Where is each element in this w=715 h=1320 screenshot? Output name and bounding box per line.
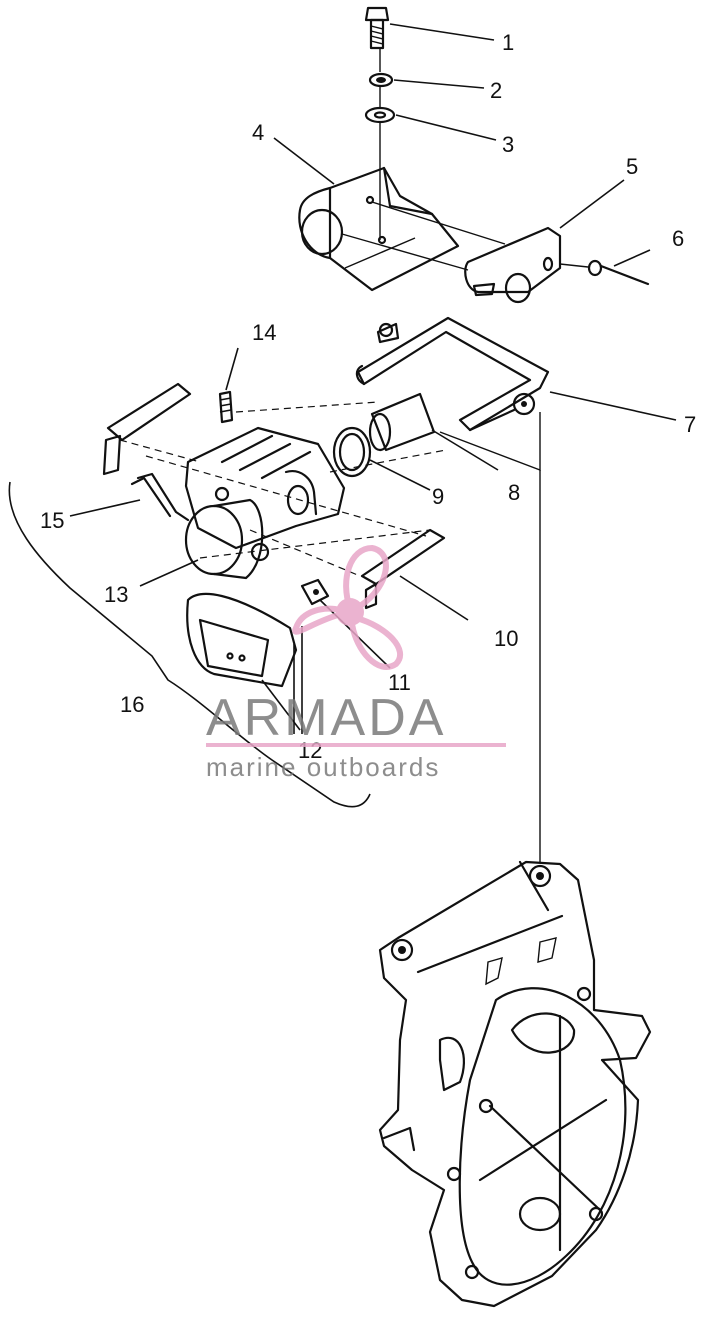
callout-14: 14 <box>252 320 276 345</box>
callout-15: 15 <box>40 508 64 533</box>
part-12-pad <box>186 592 298 688</box>
part-2-nut <box>368 72 394 88</box>
part-3-washer <box>364 106 396 124</box>
part-9-seal-ring <box>332 426 372 478</box>
callout-13: 13 <box>104 582 128 607</box>
caliper-body <box>184 426 346 550</box>
part-5-mount-block <box>464 226 562 304</box>
callout-labels: 1 2 3 4 5 6 7 8 9 10 11 12 13 14 15 16 <box>40 30 696 763</box>
watermark-tagline: marine outboards <box>206 752 440 782</box>
callout-2: 2 <box>490 78 502 103</box>
callout-10: 10 <box>494 626 518 651</box>
callout-7: 7 <box>684 412 696 437</box>
callout-9: 9 <box>432 484 444 509</box>
armada-watermark: ARMADA marine outboards <box>206 544 506 782</box>
drive-housing <box>378 860 652 1308</box>
propeller-icon <box>292 544 404 670</box>
callout-11: 11 <box>388 670 411 695</box>
callout-8: 8 <box>508 480 520 505</box>
part-6-pin <box>559 259 650 286</box>
part-7-lever <box>355 316 550 432</box>
part-1-bolt <box>364 6 390 50</box>
callout-3: 3 <box>502 132 514 157</box>
part-8-piston <box>368 392 436 452</box>
callout-5: 5 <box>626 154 638 179</box>
part-13-housing <box>184 498 270 580</box>
callout-4: 4 <box>252 120 264 145</box>
part-11-nut <box>300 578 330 606</box>
callout-12: 12 <box>298 738 322 763</box>
part-15-hose <box>130 472 190 522</box>
retaining-clip-upper <box>102 382 192 476</box>
callout-16: 16 <box>120 692 144 717</box>
part-4-bracket <box>298 166 460 292</box>
part-16-outline <box>8 481 371 808</box>
callout-6: 6 <box>672 226 684 251</box>
callout-1: 1 <box>502 30 514 55</box>
part-14-bleeder <box>218 390 234 424</box>
watermark-brand: ARMADA <box>206 689 446 747</box>
